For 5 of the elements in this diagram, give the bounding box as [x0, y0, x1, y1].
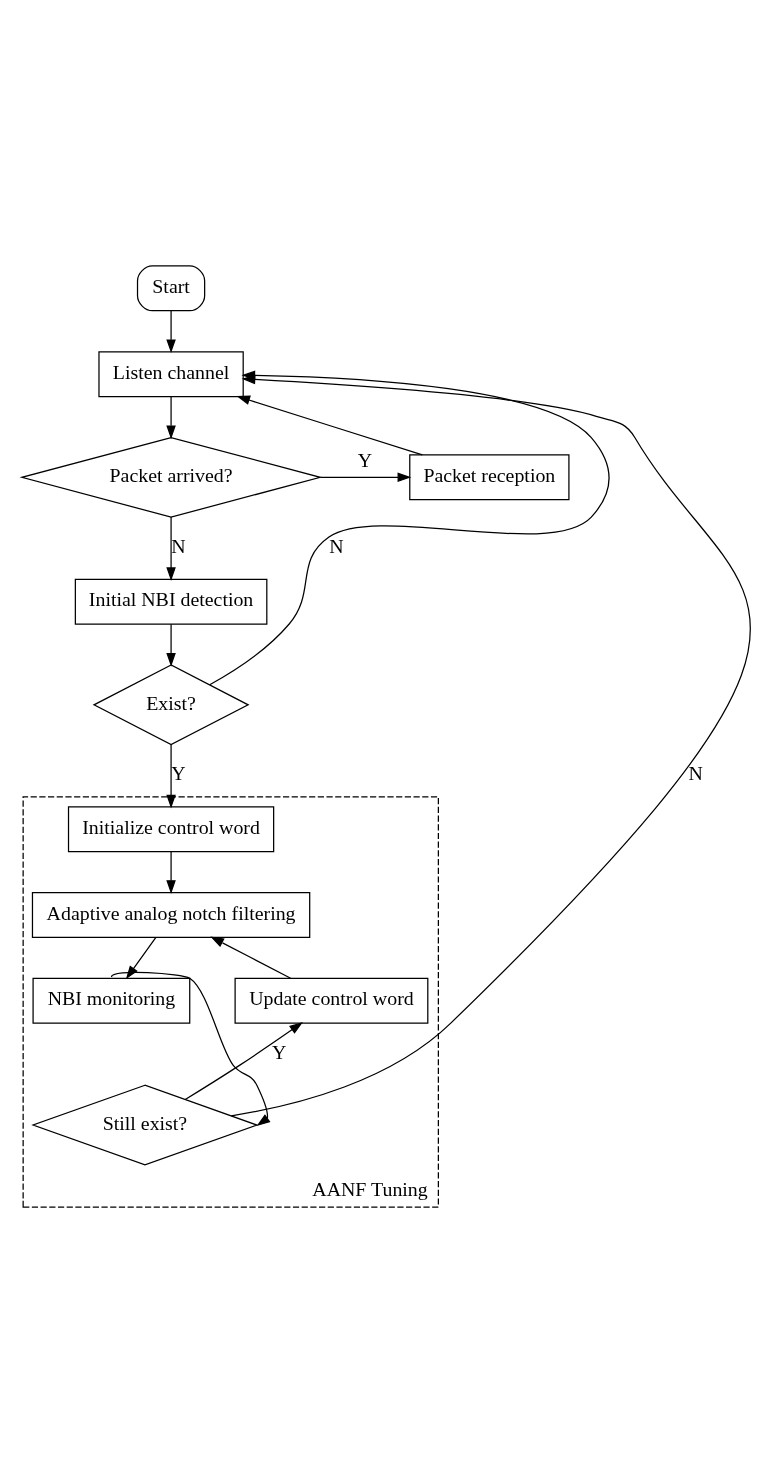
edge-label: N [329, 534, 344, 557]
edge-label: N [171, 534, 186, 557]
edge-label: N [688, 762, 703, 785]
edge-label: Y [357, 449, 373, 472]
edge-label: Y [272, 1040, 287, 1063]
